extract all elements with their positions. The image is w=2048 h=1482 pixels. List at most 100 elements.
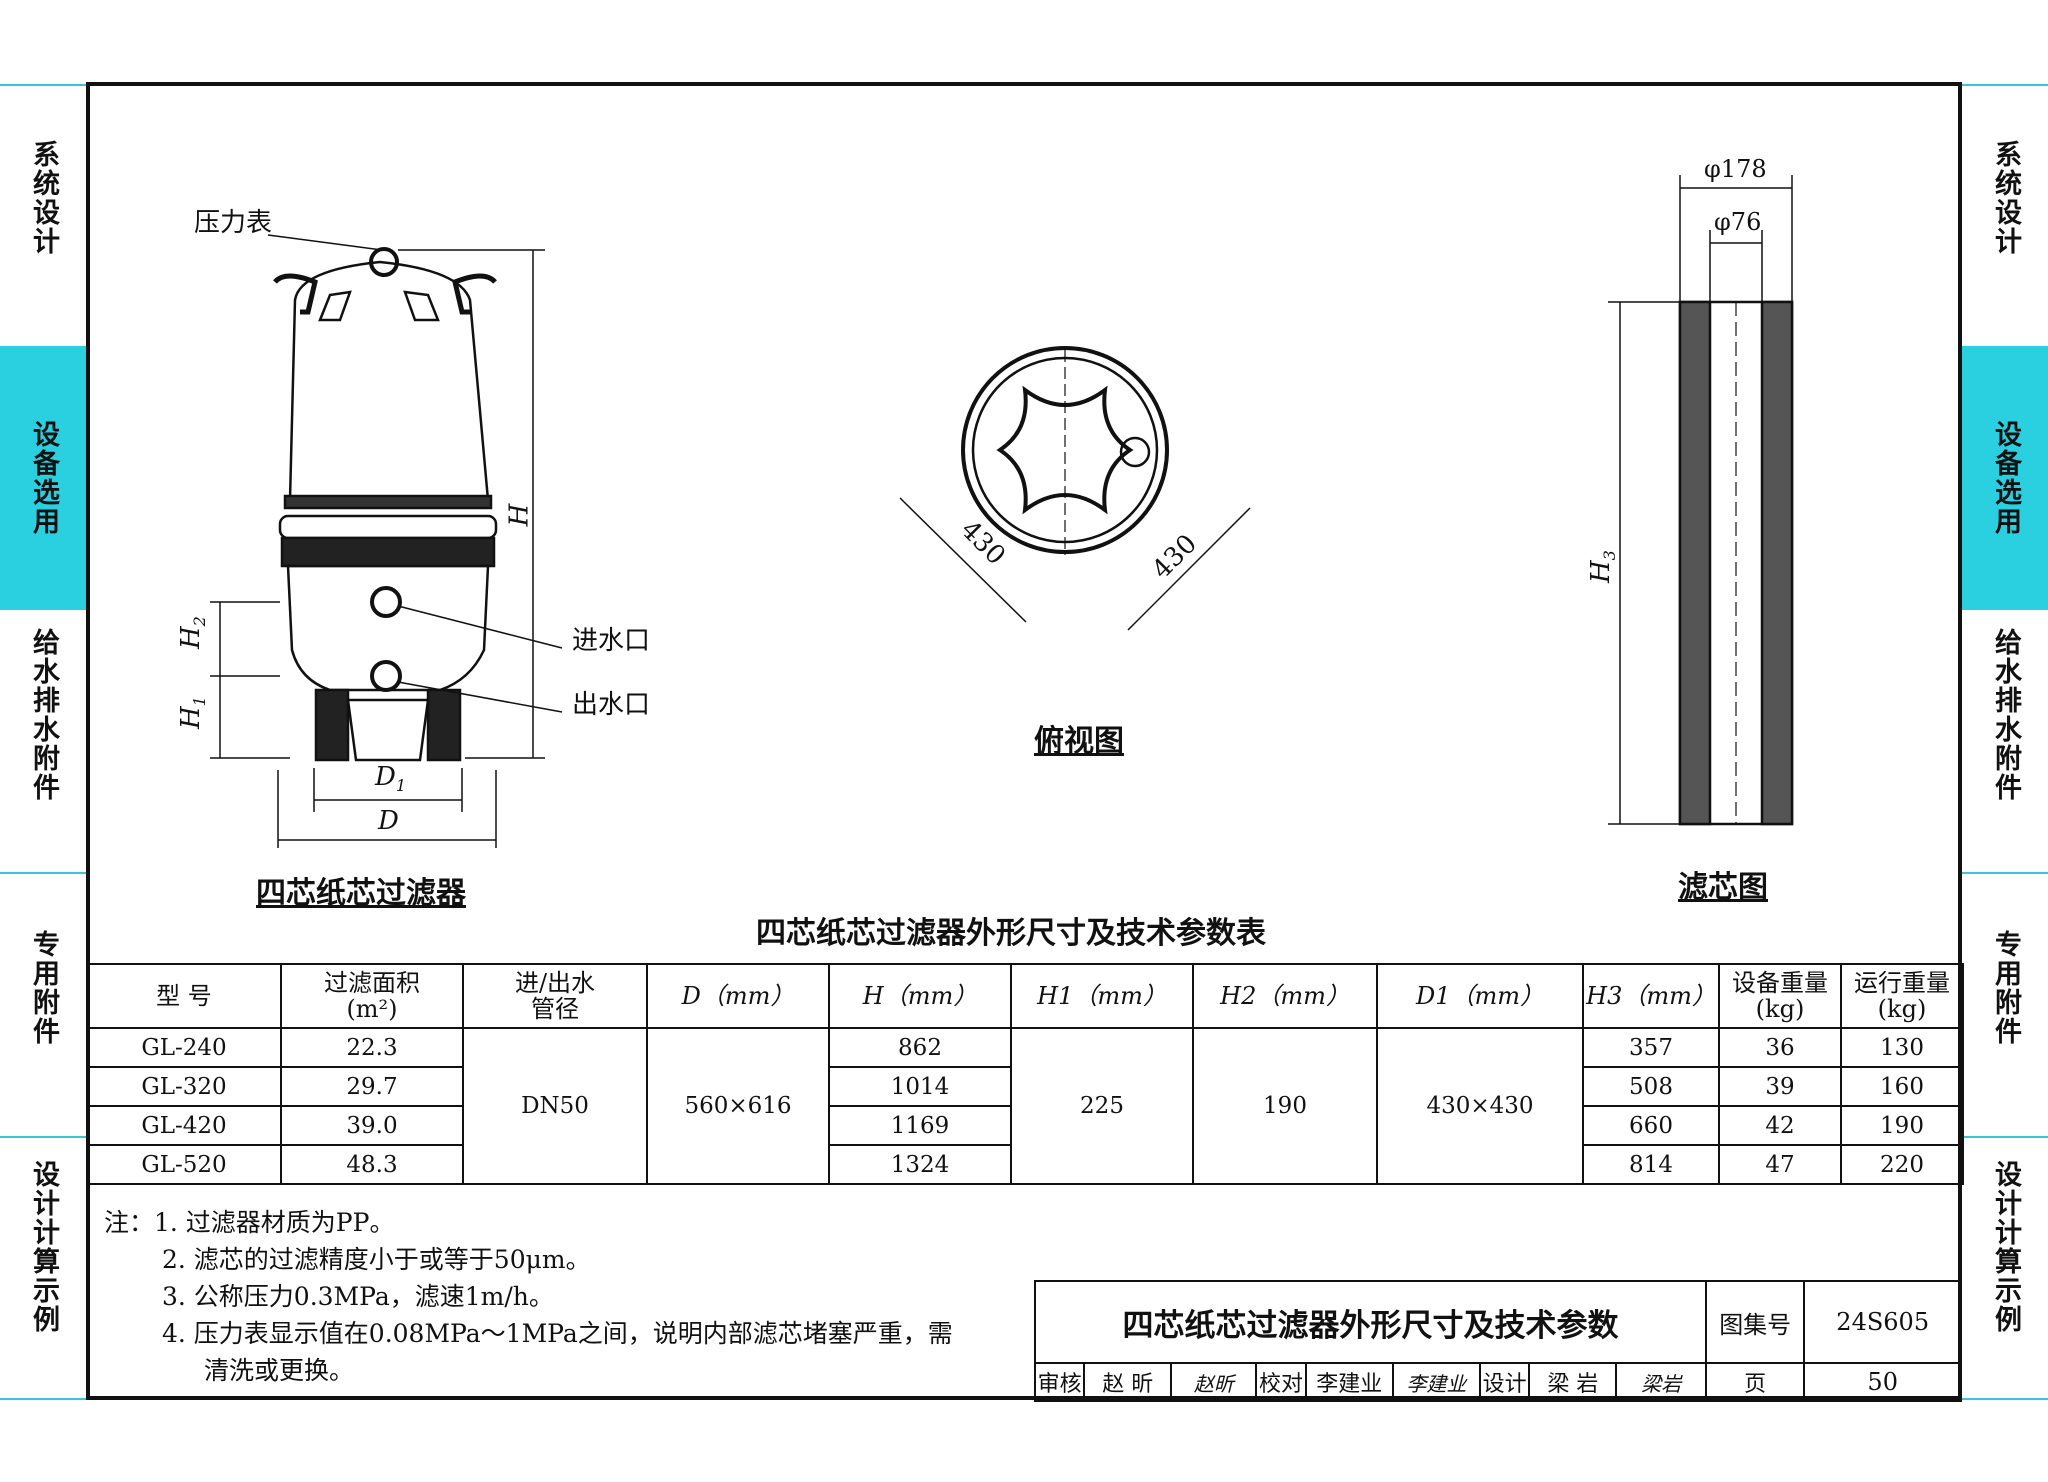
cell-run-weight: 190	[1840, 1105, 1964, 1146]
design-label: 设计	[1479, 1362, 1531, 1402]
cell-d: 560×616	[646, 1027, 830, 1185]
cell-weight: 47	[1718, 1144, 1842, 1185]
side-tab-system-design-right[interactable]: 系统设计	[1990, 140, 2021, 256]
cell-model: GL-320	[86, 1066, 282, 1107]
side-tab-calc-example[interactable]: 设计计算示例	[28, 1160, 59, 1334]
cell-h1: 225	[1010, 1027, 1194, 1185]
header-pipe: 进/出水管径	[462, 963, 648, 1029]
side-tab-equipment[interactable]: 设备选用	[0, 346, 86, 610]
note-3: 3. 公称压力0.3MPa，滤速1m/h。	[162, 1282, 554, 1311]
cell-h2: 190	[1192, 1027, 1378, 1185]
cell-h: 1324	[828, 1144, 1012, 1185]
side-tab-calc-example-right[interactable]: 设计计算示例	[1990, 1160, 2021, 1334]
check-label: 校对	[1255, 1362, 1307, 1402]
dim-h: H	[504, 503, 535, 527]
filter-elevation-drawing	[210, 234, 563, 848]
cell-model: GL-240	[86, 1027, 282, 1068]
top-view-title: 俯视图	[1034, 724, 1124, 759]
cell-h3: 814	[1582, 1144, 1720, 1185]
note-2: 2. 滤芯的过滤精度小于或等于50μm。	[162, 1245, 591, 1274]
cell-run-weight: 220	[1840, 1144, 1964, 1185]
note-4-cont: 清洗或更换。	[204, 1356, 355, 1385]
side-tab-equipment-right[interactable]: 设备选用	[1962, 346, 2048, 610]
table-row: GL-240 22.3 DN50 560×616 862 225 190 430…	[86, 1027, 1964, 1185]
phi-inner: φ76	[1714, 208, 1762, 236]
cell-model: GL-520	[86, 1144, 282, 1185]
cell-h3: 357	[1582, 1027, 1720, 1068]
outlet-label: 出水口	[572, 690, 651, 720]
header-h2: H2（mm）	[1192, 963, 1378, 1029]
atlas-label: 图集号	[1704, 1280, 1806, 1364]
checker-name: 李建业	[1304, 1362, 1394, 1402]
table-row: GL-320 29.7 1014 508 39 160	[86, 1066, 1964, 1107]
note-4: 4. 压力表显示值在0.08MPa～1MPa之间，说明内部滤芯堵塞严重，需	[162, 1319, 953, 1348]
header-weight: 设备重量(kg)	[1718, 963, 1842, 1029]
note-1: 注：1. 过滤器材质为PP。	[104, 1208, 395, 1237]
tab-separator	[0, 84, 86, 86]
review-label: 审核	[1033, 1362, 1086, 1402]
tab-separator	[1962, 872, 2048, 874]
drawing-title: 四芯纸芯过滤器外形尺寸及技术参数	[1034, 1280, 1707, 1364]
inlet-label: 进水口	[572, 626, 651, 656]
header-run-weight: 运行重量(kg)	[1840, 963, 1964, 1029]
dim-d: D	[378, 806, 399, 836]
top-view-drawing	[899, 346, 1251, 631]
dim-h1: H1	[175, 696, 210, 730]
dim-h2: H2	[175, 616, 210, 650]
header-h3: H3（mm）	[1582, 963, 1720, 1029]
cell-weight: 42	[1718, 1105, 1842, 1146]
tab-separator	[1962, 1136, 2048, 1138]
header-d1: D1（mm）	[1376, 963, 1584, 1029]
tab-separator	[0, 1398, 86, 1400]
side-tab-special-right[interactable]: 专用附件	[1990, 930, 2021, 1046]
dim-h3: H3	[1585, 550, 1620, 584]
title-block: 四芯纸芯过滤器外形尺寸及技术参数 图集号 24S605 审核 赵 昕 赵昕 校对…	[1033, 1280, 1962, 1402]
cell-h: 1014	[828, 1066, 1012, 1107]
cartridge-title: 滤芯图	[1678, 870, 1768, 905]
checker-signature: 李建业	[1391, 1362, 1482, 1402]
cell-h3: 508	[1582, 1066, 1720, 1107]
atlas-number: 24S605	[1803, 1280, 1962, 1364]
cell-pipe: DN50	[462, 1027, 648, 1185]
side-tab-special[interactable]: 专用附件	[28, 930, 59, 1046]
page-label: 页	[1704, 1362, 1806, 1402]
side-tab-fittings-right[interactable]: 给水排水附件	[1990, 628, 2021, 802]
header-model: 型 号	[86, 963, 282, 1029]
cell-h: 862	[828, 1027, 1012, 1068]
cell-area: 48.3	[280, 1144, 464, 1185]
designer-name: 梁 岩	[1528, 1362, 1618, 1402]
filter-title: 四芯纸芯过滤器	[256, 876, 466, 911]
cell-h3: 660	[1582, 1105, 1720, 1146]
spec-table: 型 号 过滤面积(m²) 进/出水管径 D（mm） H（mm） H1（mm） H…	[86, 963, 1964, 1185]
cell-weight: 39	[1718, 1066, 1842, 1107]
cell-run-weight: 160	[1840, 1066, 1964, 1107]
tab-separator	[0, 872, 86, 874]
table-row: GL-520 48.3 1324 814 47 220	[86, 1144, 1964, 1185]
side-tab-system-design[interactable]: 系统设计	[28, 140, 59, 256]
tab-separator	[1962, 84, 2048, 86]
tab-separator	[0, 1136, 86, 1138]
notes: 注：1. 过滤器材质为PP。 2. 滤芯的过滤精度小于或等于50μm。 3. 公…	[104, 1204, 953, 1389]
cell-area: 22.3	[280, 1027, 464, 1068]
cell-h: 1169	[828, 1105, 1012, 1146]
cell-area: 39.0	[280, 1105, 464, 1146]
gauge-label: 压力表	[194, 208, 273, 238]
cartridge-drawing	[1608, 175, 1794, 826]
cell-run-weight: 130	[1840, 1027, 1964, 1068]
designer-signature: 梁岩	[1615, 1362, 1707, 1402]
header-d: D（mm）	[646, 963, 830, 1029]
table-row: GL-420 39.0 1169 660 42 190	[86, 1105, 1964, 1146]
header-h1: H1（mm）	[1010, 963, 1194, 1029]
table-title: 四芯纸芯过滤器外形尺寸及技术参数表	[756, 916, 1266, 951]
header-h: H（mm）	[828, 963, 1012, 1029]
cell-model: GL-420	[86, 1105, 282, 1146]
cell-weight: 36	[1718, 1027, 1842, 1068]
page-number: 50	[1803, 1362, 1962, 1402]
dim-d1: D1	[375, 762, 407, 796]
reviewer-signature: 赵昕	[1170, 1362, 1258, 1402]
tab-separator	[1962, 1398, 2048, 1400]
header-area: 过滤面积(m²)	[280, 963, 464, 1029]
drawing-area	[210, 175, 1794, 848]
side-tab-fittings[interactable]: 给水排水附件	[28, 628, 59, 802]
cell-area: 29.7	[280, 1066, 464, 1107]
